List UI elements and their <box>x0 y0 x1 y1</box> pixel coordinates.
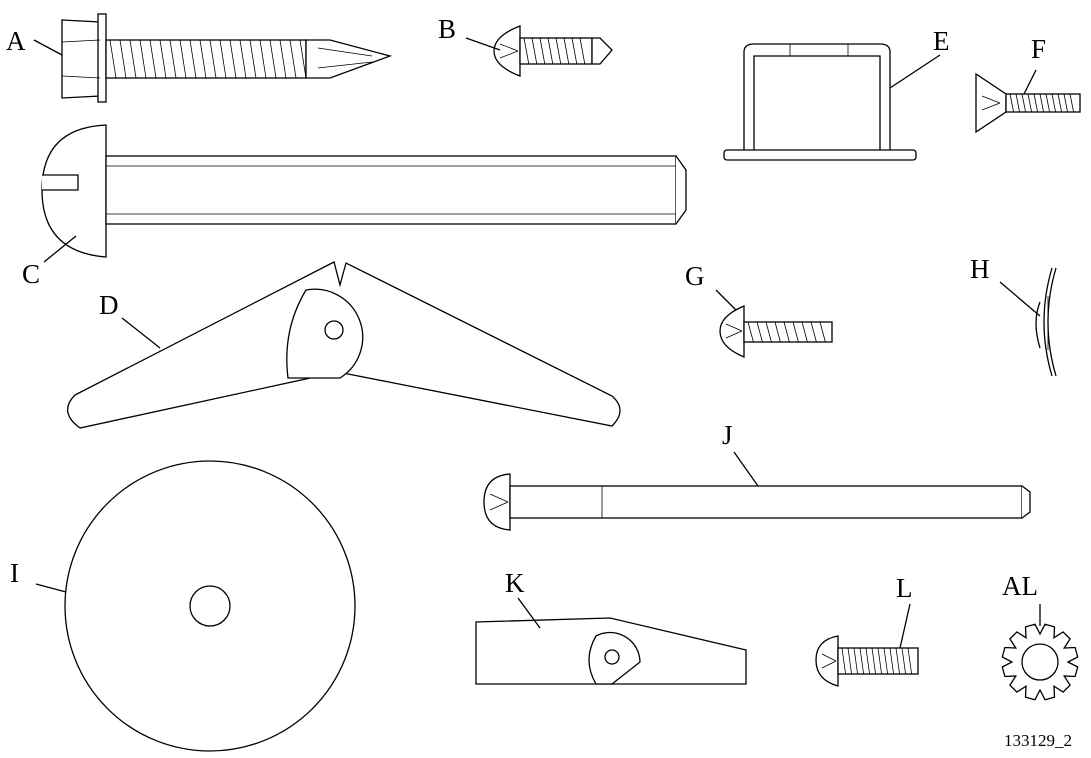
part-b-self-drilling-pan-screw <box>493 25 613 77</box>
leader-g <box>715 289 737 311</box>
leader-k <box>517 597 541 629</box>
leader-l <box>899 603 911 649</box>
label-d: D <box>99 290 119 320</box>
leader-i <box>35 583 67 593</box>
reference-number: 133129_2 <box>1004 731 1072 750</box>
part-a-hex-self-drilling-screw <box>61 13 393 103</box>
part-f-flat-head-screw <box>975 72 1081 134</box>
label-c: C <box>22 259 40 289</box>
label-f: F <box>1031 34 1046 64</box>
label-h: H <box>970 254 990 284</box>
part-k-small-toggle-wing <box>475 617 747 685</box>
part-al-tooth-lock-washer <box>1001 623 1079 701</box>
leader-j <box>733 451 759 487</box>
leader-f <box>1023 69 1037 95</box>
part-h-spring-clip <box>1035 267 1057 377</box>
leader-d <box>121 317 161 349</box>
part-c-round-head-slotted-screw <box>41 124 687 258</box>
part-i-flat-washer <box>64 460 356 752</box>
label-a: A <box>6 26 26 56</box>
label-k: K <box>505 568 525 598</box>
leader-e <box>889 54 941 89</box>
label-al: AL <box>1002 571 1038 601</box>
part-j-long-pan-head-screw <box>483 473 1031 531</box>
label-l: L <box>896 573 913 603</box>
part-g-pan-head-screw <box>719 305 833 358</box>
label-g: G <box>685 261 705 291</box>
part-e-bracket <box>723 43 917 161</box>
label-b: B <box>438 14 456 44</box>
leader-a <box>33 39 63 56</box>
label-i: I <box>10 558 19 588</box>
label-e: E <box>933 26 950 56</box>
part-l-pan-head-machine-screw <box>815 635 919 687</box>
leader-b <box>465 37 501 51</box>
part-d-toggle-wing <box>67 261 621 429</box>
leader-c <box>43 235 77 263</box>
label-j: J <box>722 420 733 450</box>
leader-h <box>999 281 1041 317</box>
